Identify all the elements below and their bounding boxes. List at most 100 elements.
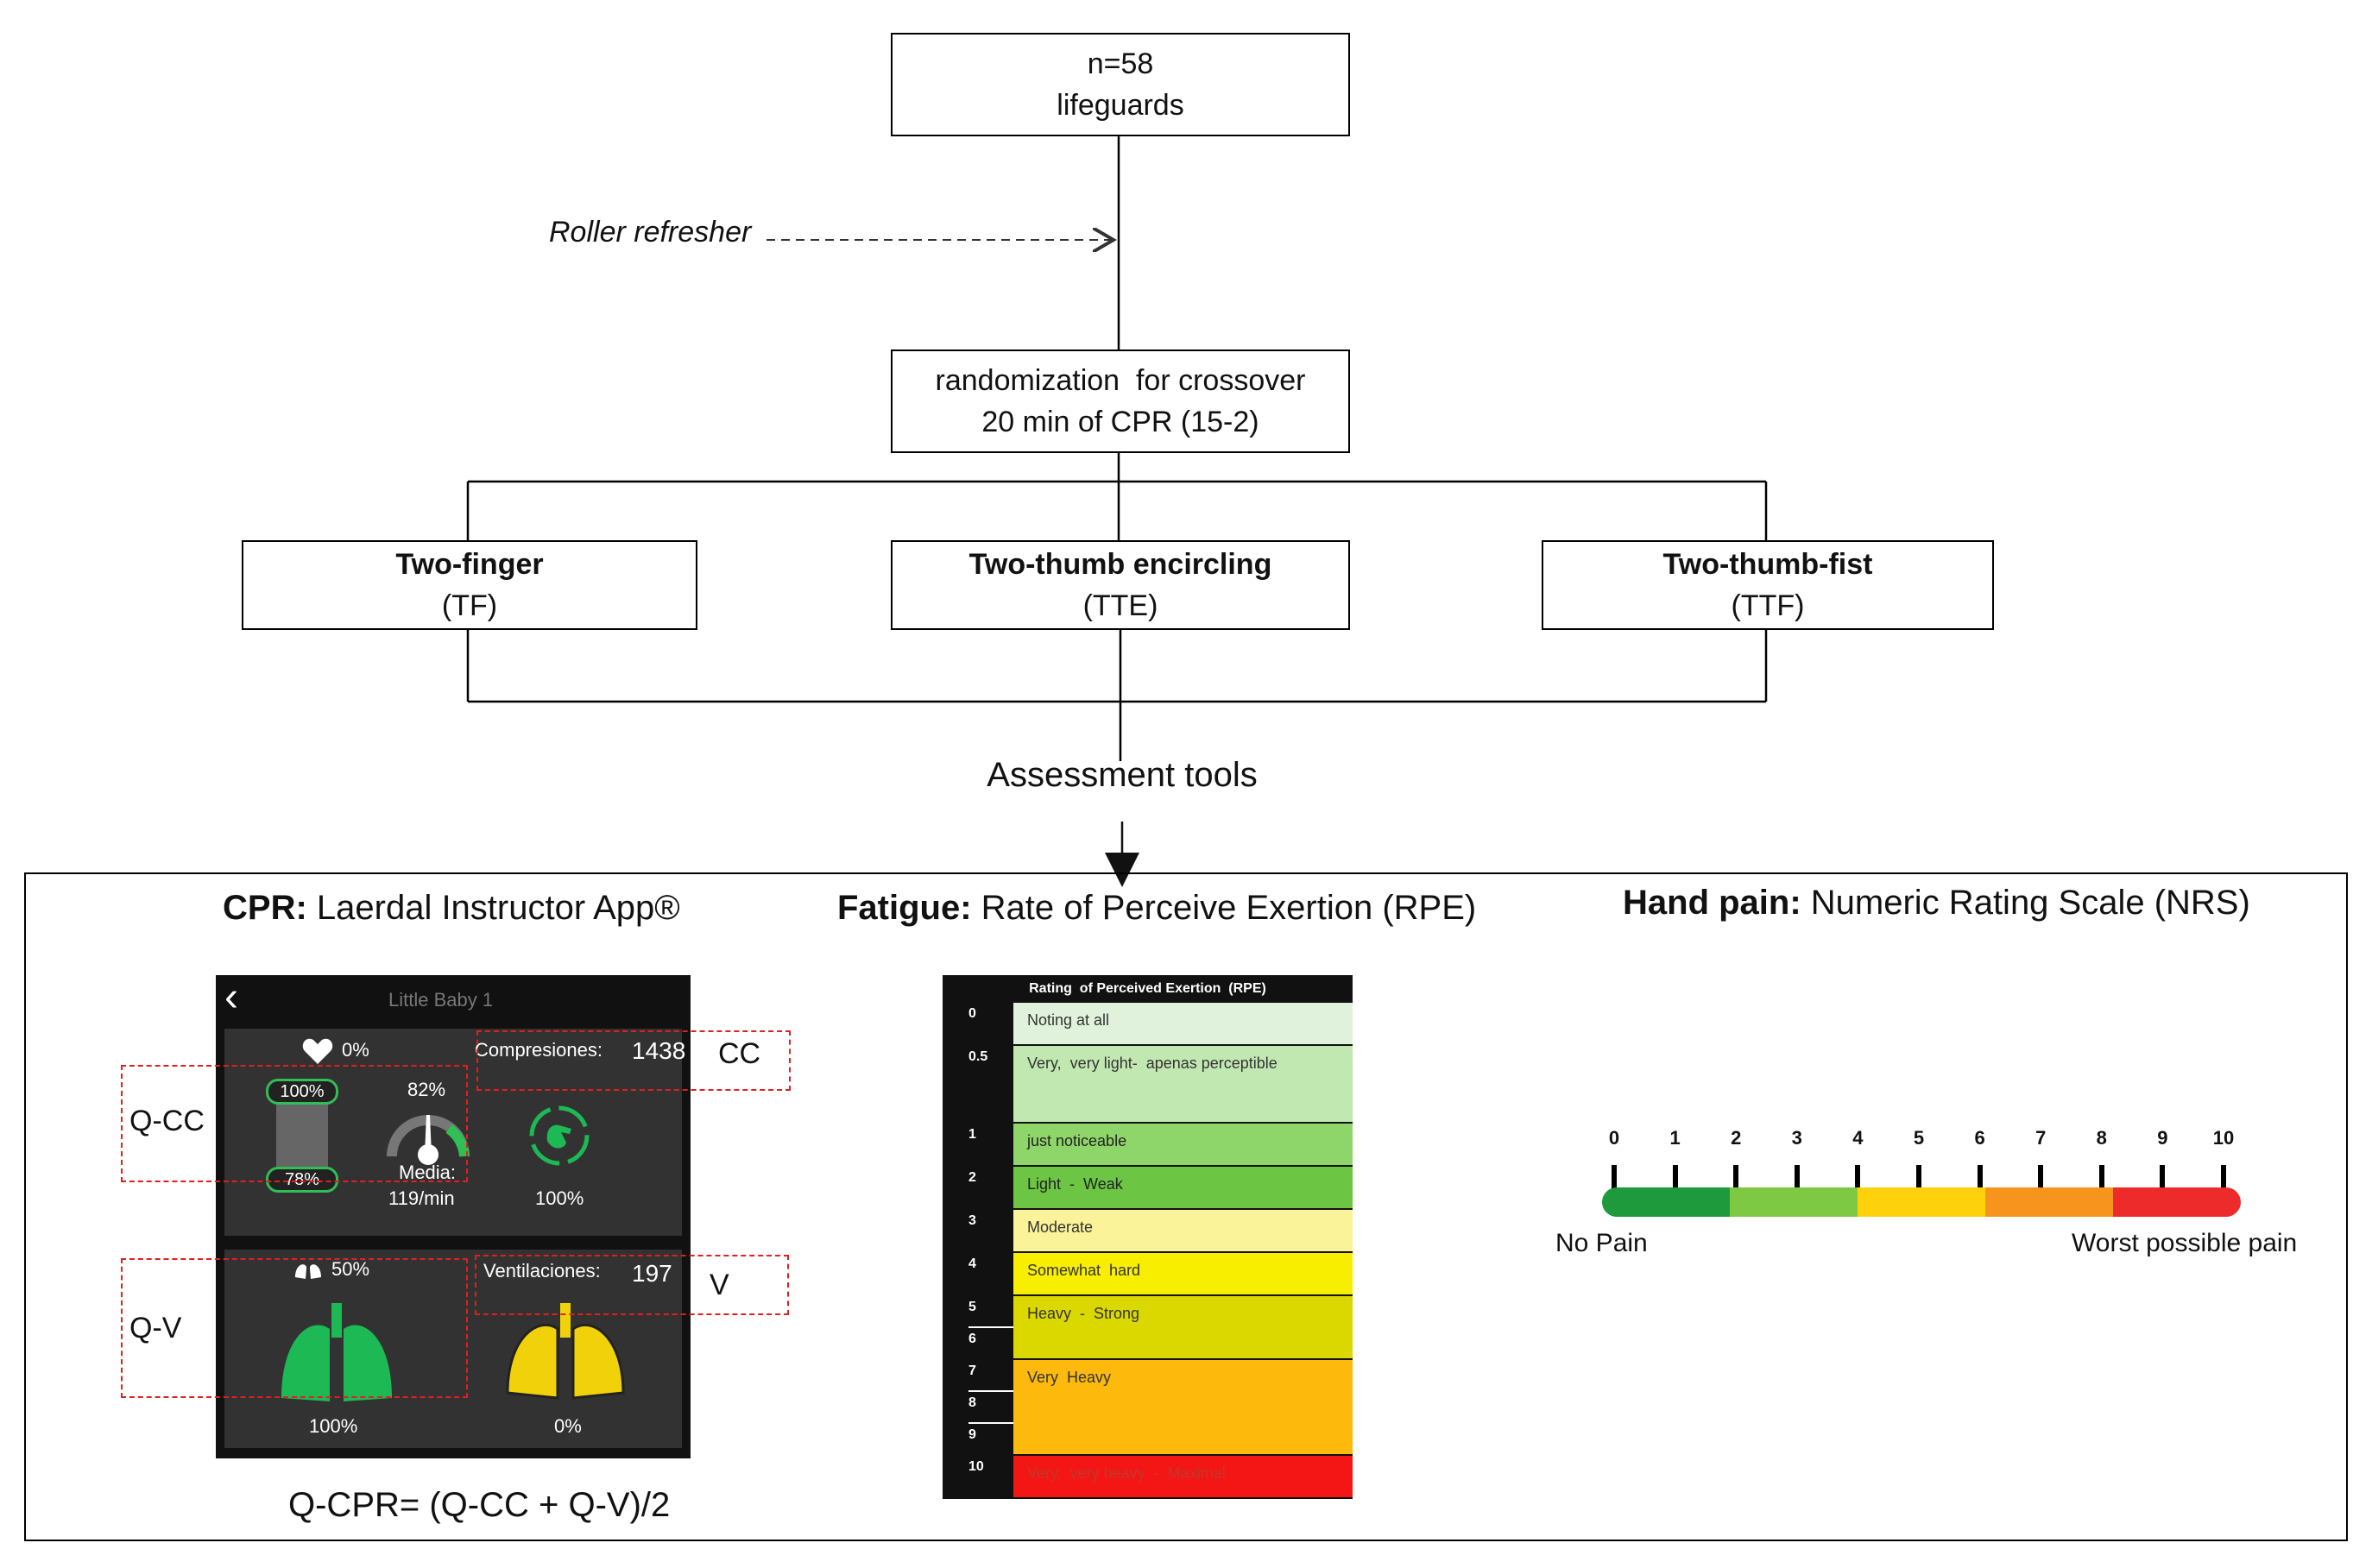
nrs-segment <box>1858 1187 1985 1217</box>
roller-refresher-label: Roller refresher <box>549 216 752 249</box>
rpe-level-number: 6 <box>968 1332 976 1346</box>
heart-percent: 0% <box>342 1039 369 1061</box>
rpe-level-number: 9 <box>968 1427 976 1442</box>
nrs-color-bar <box>1602 1187 2241 1217</box>
nrs-tick <box>1733 1165 1739 1191</box>
fatigue-heading-bold: Fatigue: <box>837 889 972 927</box>
cc-highlight-box <box>476 1030 791 1091</box>
rpe-level-number: 7 <box>968 1360 1013 1392</box>
rpe-description: Somewhat hard <box>1013 1253 1353 1294</box>
hand-pain-heading-rest: Numeric Rating Scale (NRS) <box>1801 884 2250 922</box>
nrs-number: 4 <box>1852 1127 1864 1149</box>
rpe-rows: 0 Noting at all 0.5 Very, very light- apena… <box>943 1003 1353 1499</box>
recoil-hand-icon <box>527 1103 592 1168</box>
rpe-description: just noticeable <box>1013 1124 1353 1165</box>
rpe-description: Heavy - Strong <box>1013 1296 1353 1358</box>
nrs-right-label: Worst possible pain <box>2072 1229 2298 1257</box>
rpe-level-number: 0 <box>968 1006 976 1021</box>
hand-pain-heading-bold: Hand pain: <box>1623 884 1801 922</box>
nrs-tick <box>1916 1165 1921 1191</box>
cpr-heading-bold: CPR: <box>223 889 307 927</box>
heart-icon <box>302 1037 333 1065</box>
rpe-level-numbers: 0.5 <box>943 1046 1013 1122</box>
nrs-number: 3 <box>1791 1127 1802 1149</box>
nrs-number: 10 <box>2212 1127 2235 1149</box>
green-lungs-percent: 100% <box>309 1415 358 1437</box>
nrs-number: 7 <box>2035 1127 2047 1149</box>
rpe-level-numbers: 10 <box>943 1456 1013 1497</box>
rpe-row: 4 Somewhat hard <box>943 1253 1353 1296</box>
rpe-level-number: 8 <box>968 1392 1013 1424</box>
arm-abbr: (TTE) <box>1082 589 1158 622</box>
fatigue-heading: Fatigue: Rate of Perceive Exertion (RPE) <box>837 889 1476 928</box>
green-lungs-icon <box>276 1303 397 1407</box>
qv-label: Q-V <box>129 1312 182 1344</box>
rpe-level-number: 0.5 <box>968 1049 988 1064</box>
assessment-tools-label: Assessment tools <box>987 756 1258 794</box>
compressions-value: 1438 <box>632 1037 686 1064</box>
rpe-description: Very, very heavy - Maximal <box>1013 1456 1353 1497</box>
qv-highlight-box <box>121 1258 468 1398</box>
hand-pain-heading: Hand pain: Numeric Rating Scale (NRS) <box>1623 884 2250 923</box>
nrs-tick <box>1612 1165 1617 1191</box>
nrs-number: 9 <box>2157 1127 2168 1149</box>
rpe-row: 0.5 Very, very light- apenas perceptible <box>943 1046 1353 1124</box>
nrs-tick <box>2098 1165 2104 1191</box>
nrs-tick <box>1977 1165 1983 1191</box>
ventilations-value: 197 <box>632 1260 672 1287</box>
nrs-number: 8 <box>2096 1127 2107 1149</box>
nrs-segment <box>2113 1187 2241 1217</box>
depth-top-badge: 100% <box>266 1079 338 1105</box>
fatigue-heading-rest: Rate of Perceive Exertion (RPE) <box>971 889 1477 927</box>
nrs-tick <box>1794 1165 1800 1191</box>
arm-abbr: (TTF) <box>1731 589 1805 622</box>
cpr-heading: CPR: Laerdal Instructor App® <box>223 889 680 928</box>
cpr-heading-rest: Laerdal Instructor App® <box>306 889 680 927</box>
rpe-level-numbers: 3 <box>943 1210 1013 1251</box>
rpe-level-number: 5 <box>968 1296 1013 1328</box>
qcc-label: Q-CC <box>129 1105 205 1137</box>
rpe-row: 0 Noting at all <box>943 1003 1353 1046</box>
arm-abbr: (TF) <box>441 589 498 622</box>
nrs-left-label: No Pain <box>1555 1229 1648 1257</box>
nrs-number: 1 <box>1669 1127 1681 1149</box>
v-highlight-box <box>475 1255 789 1315</box>
rpe-table: Rating of Perceived Exertion (RPE) 0 Noti… <box>943 975 1353 1499</box>
lungs-small-icon <box>293 1258 323 1281</box>
rate-gauge-icon <box>385 1106 471 1167</box>
randomization-box: randomization for crossover 20 min of CP… <box>891 349 1350 453</box>
nrs-number: 6 <box>1974 1127 1985 1149</box>
participants-box: n=58 lifeguards <box>891 33 1350 136</box>
rpe-description: Very, very light- apenas perceptible <box>1013 1046 1353 1122</box>
nrs-tick <box>1855 1165 1861 1191</box>
media-label: Media: <box>399 1162 457 1183</box>
app-title: Little Baby 1 <box>388 989 494 1011</box>
nrs-tick <box>2221 1165 2226 1191</box>
rpe-table-title: Rating of Perceived Exertion (RPE) <box>943 975 1353 1003</box>
nrs-tick <box>2160 1165 2166 1191</box>
yellow-lungs-icon <box>501 1303 630 1407</box>
ventilations-label: Ventilaciones: <box>483 1260 601 1281</box>
arm-title: Two-finger <box>395 548 544 581</box>
arm-box-two-thumb-encircling: Two-thumb encircling (TTE) <box>891 540 1350 630</box>
compressions-label: Compresiones: <box>475 1039 602 1061</box>
rate-percent: 82% <box>407 1079 446 1100</box>
rpe-level-numbers: 4 <box>943 1253 1013 1294</box>
rpe-description: Light - Weak <box>1013 1167 1353 1208</box>
rpe-level-numbers: 1 <box>943 1124 1013 1165</box>
nrs-segment <box>1985 1187 2113 1217</box>
laerdal-app-screenshot: ‹ Little Baby 1 0% Compresiones: 1438 10… <box>216 975 691 1458</box>
rpe-level-number: 4 <box>968 1256 976 1271</box>
back-arrow-icon: ‹ <box>224 974 238 1020</box>
nrs-tick <box>1672 1165 1678 1191</box>
yellow-lungs-percent: 0% <box>554 1415 582 1437</box>
qcpr-formula: Q-CPR= (Q-CC + Q-V)/2 <box>288 1486 671 1524</box>
rpe-level-number: 10 <box>968 1459 984 1474</box>
rpe-description: Noting at all <box>1013 1003 1353 1044</box>
